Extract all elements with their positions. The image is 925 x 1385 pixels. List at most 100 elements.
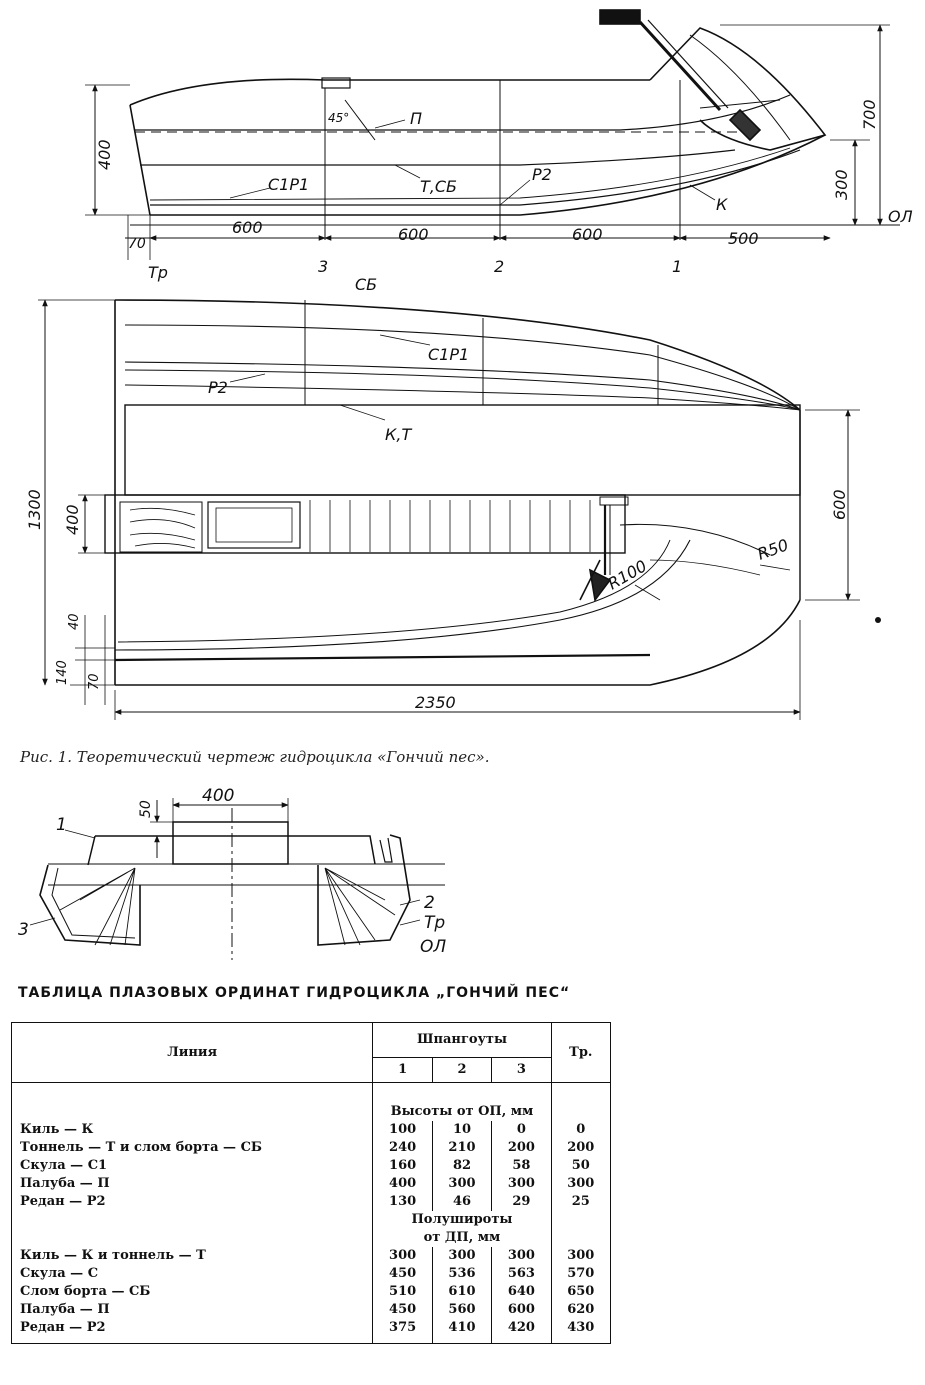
plan-dim-140: 140	[55, 660, 70, 685]
row-value: 25	[550, 1193, 612, 1211]
row-value: 300	[431, 1247, 493, 1265]
row-value: 300	[372, 1247, 433, 1265]
col-frames-header: Шпангоуты	[372, 1022, 552, 1058]
section-label-2: 2	[424, 893, 435, 913]
section-label-tr: Тр	[424, 913, 445, 933]
label-t-sb: Т,СБ	[420, 177, 457, 196]
section-spacer	[550, 1082, 612, 1121]
row-value: 450	[372, 1301, 433, 1319]
label-k: К	[716, 195, 728, 214]
row-value: 570	[550, 1265, 612, 1283]
plan-dim-70: 70	[87, 673, 102, 690]
side-dim-400: 400	[95, 139, 114, 170]
row-value: 300	[491, 1247, 552, 1265]
section-dim-400: 400	[202, 786, 234, 806]
row-line-name: Слом борта — СБ	[10, 1283, 373, 1301]
row-value: 536	[431, 1265, 493, 1283]
side-dim-70: 70	[128, 236, 146, 252]
side-dim-500: 500	[728, 229, 759, 248]
label-r50: R50	[755, 535, 791, 564]
section-title-2: от ДП, мм	[372, 1229, 552, 1247]
row-value: 100	[372, 1121, 433, 1139]
section-label-1: 1	[56, 815, 67, 835]
section-spacer	[10, 1229, 373, 1247]
section-spacer	[550, 1211, 612, 1229]
section-header-row: от ДП, мм	[10, 1229, 612, 1247]
row-line-name: Редан — Р2	[10, 1193, 373, 1211]
row-value: 210	[431, 1139, 493, 1157]
row-value: 160	[372, 1157, 433, 1175]
row-line-name: Редан — Р2	[10, 1319, 373, 1344]
row-line-name: Киль — К	[10, 1121, 373, 1139]
section-spacer	[550, 1229, 612, 1247]
section-spacer	[10, 1211, 373, 1229]
row-value: 300	[431, 1175, 493, 1193]
station-2: 2	[494, 257, 504, 276]
label-p2: Р2	[532, 165, 552, 184]
row-value: 50	[550, 1157, 612, 1175]
section-title: Полуширoты	[372, 1211, 552, 1229]
row-value: 200	[550, 1139, 612, 1157]
side-dim-600a: 600	[232, 218, 263, 237]
row-value: 300	[550, 1175, 612, 1193]
label-ol: ОЛ	[888, 207, 913, 226]
row-value: 420	[491, 1319, 552, 1344]
section-label-ol: ОЛ	[420, 937, 446, 957]
row-value: 510	[372, 1283, 433, 1301]
row-value: 300	[550, 1247, 612, 1265]
section-header-row: Высоты от ОП, мм	[10, 1082, 612, 1121]
label-r100: R100	[605, 556, 651, 593]
row-value: 0	[491, 1121, 552, 1139]
row-line-name: Киль — К и тоннель — Т	[10, 1247, 373, 1265]
station-1: 1	[672, 257, 682, 276]
plan-view	[38, 299, 860, 720]
plan-dim-400: 400	[63, 504, 82, 535]
section-spacer	[10, 1082, 373, 1121]
row-value: 430	[550, 1319, 612, 1344]
row-value: 563	[491, 1265, 552, 1283]
row-value: 0	[550, 1121, 612, 1139]
row-value: 29	[491, 1193, 552, 1211]
label-c1p1-plan: С1Р1	[428, 345, 469, 364]
section-view	[29, 798, 445, 960]
row-value: 300	[491, 1175, 552, 1193]
stray-dot	[875, 617, 881, 623]
row-value: 375	[372, 1319, 433, 1344]
section-header-row: Полуширoты	[10, 1211, 612, 1229]
label-c1p1: С1Р1	[268, 175, 309, 194]
row-value: 10	[431, 1121, 493, 1139]
row-value: 640	[491, 1283, 552, 1301]
label-p: П	[410, 109, 422, 128]
row-value: 450	[372, 1265, 433, 1283]
plan-view-labels: 1300 400 40 140 70 600 2350 СБ С1Р1 Р2 К…	[25, 275, 849, 712]
row-value: 82	[431, 1157, 493, 1175]
section-dim-50: 50	[138, 800, 154, 818]
row-value: 620	[550, 1301, 612, 1319]
side-dim-600b: 600	[398, 225, 429, 244]
row-value: 600	[491, 1301, 552, 1319]
side-view	[85, 9, 900, 260]
row-line-name: Скула — С1	[10, 1157, 373, 1175]
table-title: ТАБЛИЦА ПЛАЗОВЫХ ОРДИНАТ ГИДРОЦИКЛА „ГОН…	[18, 985, 571, 1001]
row-value: 58	[491, 1157, 552, 1175]
row-value: 560	[431, 1301, 493, 1319]
row-line-name: Скула — С	[10, 1265, 373, 1283]
side-dim-600c: 600	[572, 225, 603, 244]
ordinates-table: Линия Шпангоуты Тр. 1 2 3 Высоты от ОП, …	[10, 1022, 612, 1344]
plan-dim-1300: 1300	[25, 489, 44, 530]
row-line-name: Тоннель — Т и слом борта — СБ	[10, 1139, 373, 1157]
col-frame-3: 3	[491, 1057, 552, 1083]
row-value: 410	[431, 1319, 493, 1344]
label-p2-plan: Р2	[208, 378, 228, 397]
row-value: 400	[372, 1175, 433, 1193]
